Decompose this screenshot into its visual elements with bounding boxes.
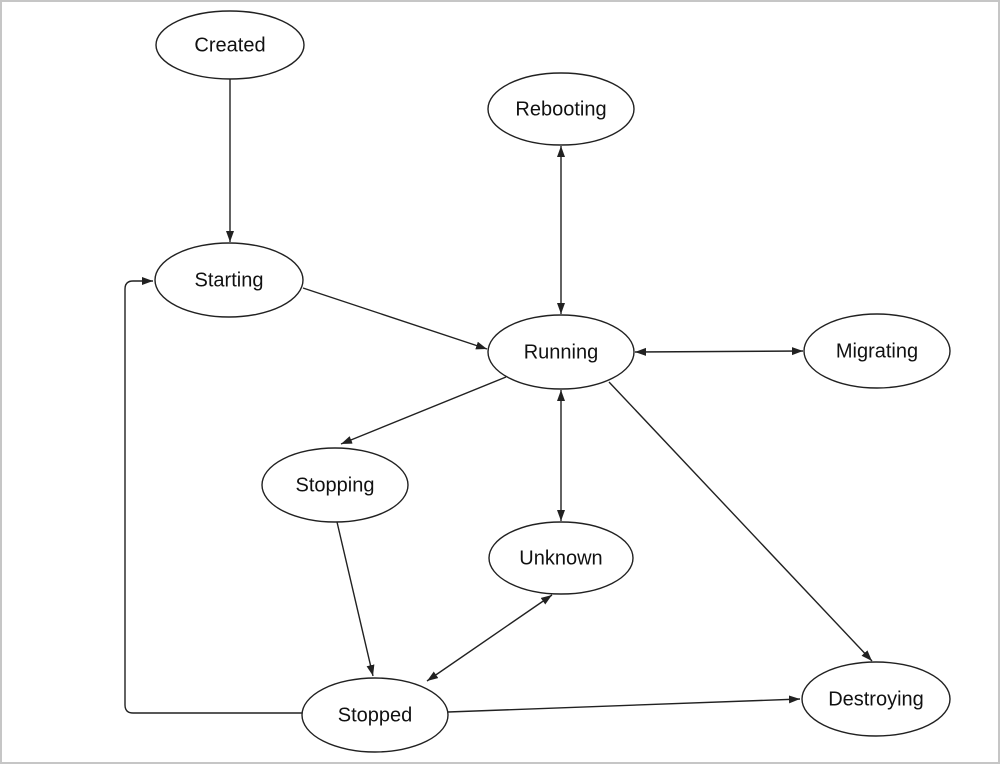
node-shape-running xyxy=(487,314,635,390)
node-stopping: Stopping xyxy=(261,447,409,523)
node-shape-starting xyxy=(154,242,304,318)
node-destroying: Destroying xyxy=(801,661,951,737)
node-stopped: Stopped xyxy=(301,677,449,753)
edge-running-destroying xyxy=(608,381,873,662)
node-running: Running xyxy=(487,314,635,390)
node-label-stopping: Stopping xyxy=(296,474,375,496)
edge-running-stopping xyxy=(340,376,507,445)
node-migrating: Migrating xyxy=(803,313,951,389)
edge-stopping-stopped xyxy=(336,521,375,677)
edge-stopped-starting xyxy=(124,277,302,714)
node-shape-rebooting xyxy=(487,72,635,146)
node-shape-migrating xyxy=(803,313,951,389)
node-label-rebooting: Rebooting xyxy=(515,98,606,120)
edge-stopped-destroying xyxy=(447,695,801,713)
node-created: Created xyxy=(155,10,305,80)
node-label-starting: Starting xyxy=(195,269,264,291)
node-shape-unknown xyxy=(488,521,634,595)
edge-running-migrating xyxy=(634,347,804,356)
node-label-migrating: Migrating xyxy=(836,340,918,362)
node-label-destroying: Destroying xyxy=(828,688,924,710)
edge-stopped-unknown xyxy=(426,594,553,682)
edge-starting-running xyxy=(302,287,488,350)
node-starting: Starting xyxy=(154,242,304,318)
node-label-unknown: Unknown xyxy=(519,547,602,569)
node-shape-stopping xyxy=(261,447,409,523)
node-label-created: Created xyxy=(194,34,265,56)
node-shape-created xyxy=(155,10,305,80)
node-label-running: Running xyxy=(524,341,599,363)
node-shape-destroying xyxy=(801,661,951,737)
node-shape-stopped xyxy=(301,677,449,753)
edges-layer xyxy=(124,79,873,714)
node-unknown: Unknown xyxy=(488,521,634,595)
node-rebooting: Rebooting xyxy=(487,72,635,146)
node-label-stopped: Stopped xyxy=(338,704,413,726)
